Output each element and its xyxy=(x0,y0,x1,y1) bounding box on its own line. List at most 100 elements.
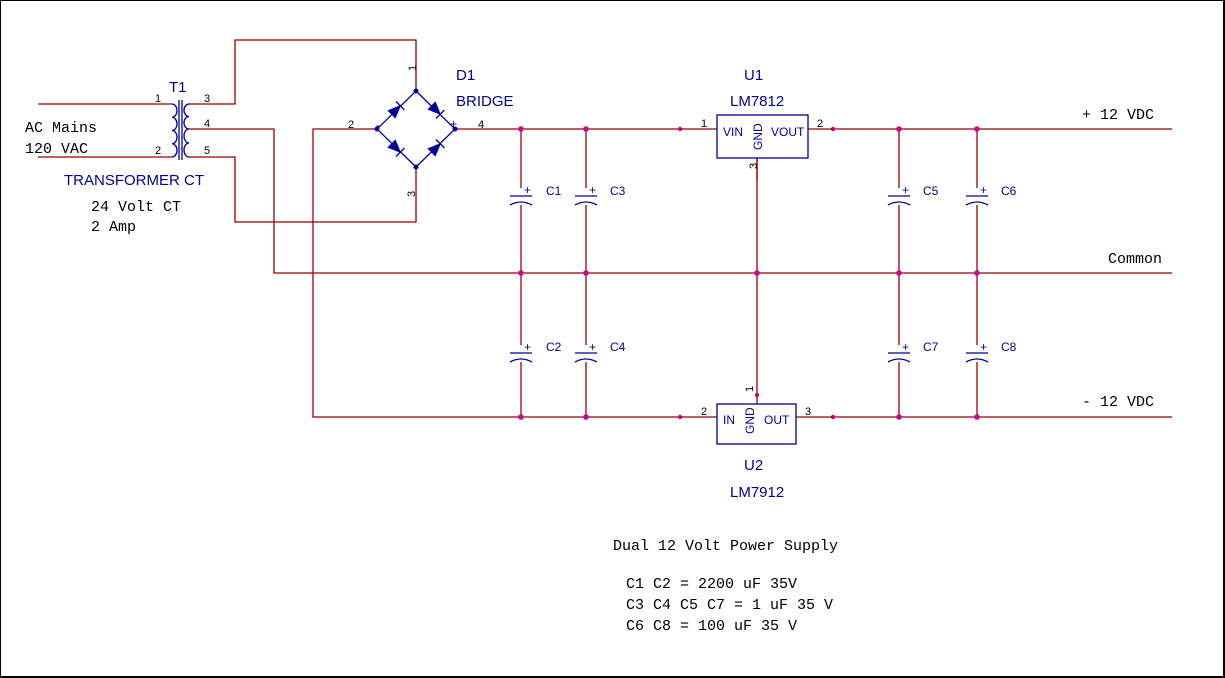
u1-pin1-label: 1 xyxy=(701,118,707,130)
note-line-3: C6 C8 = 100 uF 35 V xyxy=(626,618,797,635)
t1-pin5-label: 5 xyxy=(204,145,210,157)
c5-plus: + xyxy=(902,183,909,197)
c7-label: C7 xyxy=(923,340,939,354)
junction xyxy=(518,414,524,420)
wire-neg-rail xyxy=(312,128,680,418)
t1-pin3-label: 3 xyxy=(204,93,210,105)
capacitor-c7: + C7 xyxy=(887,340,939,363)
u2-out-label: OUT xyxy=(764,413,790,427)
capacitor-c2: + C2 xyxy=(509,340,562,363)
c4-label: C4 xyxy=(610,340,626,354)
d1-plus-label: + xyxy=(450,117,457,131)
c2-plus: + xyxy=(524,340,531,354)
u1-pin3-label: 3 xyxy=(748,163,760,169)
c5-label: C5 xyxy=(923,184,939,198)
u1-gnd-label: GND xyxy=(751,123,765,150)
diode-icon xyxy=(427,101,445,119)
u2-body xyxy=(716,403,797,445)
u2-in-label: IN xyxy=(723,413,735,427)
c4-plus: + xyxy=(589,340,596,354)
d1-pin2-label: 2 xyxy=(348,119,354,131)
t1-ref-label: T1 xyxy=(169,79,187,96)
junction xyxy=(583,414,589,420)
u1-vin-label: VIN xyxy=(723,125,743,139)
regulator-u2: IN OUT GND 2 3 1 U2 LM7912 xyxy=(680,386,833,501)
c2-label: C2 xyxy=(546,340,562,354)
capacitor-c4: + C4 xyxy=(574,340,626,363)
c3-plus: + xyxy=(589,183,596,197)
u1-vout-label: VOUT xyxy=(771,125,805,139)
diode-icon xyxy=(387,139,405,157)
junction xyxy=(583,270,589,276)
capacitor-c1: + C1 xyxy=(509,183,562,206)
bridge-d1: 1 2 3 4 + - D1 BRIDGE xyxy=(348,65,514,197)
note-line-2: C3 C4 C5 C7 = 1 uF 35 V xyxy=(626,597,833,614)
d1-ref-label: D1 xyxy=(456,67,475,84)
c7-plus: + xyxy=(902,340,909,354)
u1-body xyxy=(716,114,809,159)
u2-pin3-label: 3 xyxy=(805,406,811,418)
junction xyxy=(896,270,902,276)
wire-t1p3-d1p1 xyxy=(197,39,417,105)
junction xyxy=(754,270,760,276)
d1-pin1-label: 1 xyxy=(407,65,419,71)
wire-t1p5-d1p3 xyxy=(197,156,417,223)
c6-plus: + xyxy=(980,183,987,197)
u2-ref-label: U2 xyxy=(744,457,763,474)
t1-value-label: TRANSFORMER CT xyxy=(64,172,204,189)
ac-voltage-label: 120 VAC xyxy=(25,141,88,158)
d1-pin4-label: 4 xyxy=(478,119,484,131)
c1-plus: + xyxy=(524,183,531,197)
c8-plus: + xyxy=(980,340,987,354)
junction xyxy=(974,414,980,420)
note-line-1: C1 C2 = 2200 uF 35V xyxy=(626,576,797,593)
regulator-u1: VIN VOUT GND 1 2 3 U1 LM7812 xyxy=(680,67,833,180)
c3-label: C3 xyxy=(610,184,626,198)
output-pos-label: + 12 VDC xyxy=(1082,107,1154,124)
t1-spec-voltage: 24 Volt CT xyxy=(91,199,181,216)
junction xyxy=(518,126,524,132)
c6-label: C6 xyxy=(1001,184,1017,198)
bridge-node xyxy=(413,164,419,170)
wire-common xyxy=(197,128,1172,274)
output-common-label: Common xyxy=(1108,251,1162,268)
c8-label: C8 xyxy=(1001,340,1017,354)
capacitor-c6: + C6 xyxy=(965,183,1017,206)
u1-ref-label: U1 xyxy=(744,67,763,84)
t1-secondary-coil xyxy=(183,103,190,158)
u1-pin2-label: 2 xyxy=(817,118,823,130)
output-neg-label: - 12 VDC xyxy=(1082,394,1154,411)
d1-minus-label: - xyxy=(376,118,380,132)
diode-icon xyxy=(427,139,445,157)
transformer-t1: 1 2 3 4 5 T1 TRANSFORMER CT xyxy=(64,79,210,189)
d1-pin3-label: 3 xyxy=(406,191,418,197)
junction xyxy=(896,414,902,420)
u2-pin1-label: 1 xyxy=(744,386,756,392)
diagram-title: Dual 12 Volt Power Supply xyxy=(613,538,838,555)
bridge-node xyxy=(452,126,458,132)
u2-value-label: LM7912 xyxy=(730,484,784,501)
bridge-outline xyxy=(376,90,456,168)
junction-dots xyxy=(518,126,980,420)
t1-spec-current: 2 Amp xyxy=(91,219,136,236)
capacitors: + C1 + C3 + C5 + C6 + C2 xyxy=(509,183,1017,363)
u2-gnd-label: GND xyxy=(743,407,757,434)
d1-value-label: BRIDGE xyxy=(456,93,514,110)
ac-mains-label: AC Mains xyxy=(25,120,97,137)
junction xyxy=(974,126,980,132)
capacitor-c5: + C5 xyxy=(887,183,939,206)
t1-primary-coil xyxy=(171,103,178,158)
capacitor-c8: + C8 xyxy=(965,340,1017,363)
bridge-node xyxy=(413,88,419,94)
wires xyxy=(38,39,1172,418)
junction xyxy=(974,270,980,276)
junction xyxy=(583,126,589,132)
t1-pin2-label: 2 xyxy=(155,145,161,157)
t1-pin4-label: 4 xyxy=(204,118,210,130)
capacitor-c3: + C3 xyxy=(574,183,626,206)
u2-pin2-label: 2 xyxy=(701,406,707,418)
u1-value-label: LM7812 xyxy=(730,93,784,110)
diode-icon xyxy=(387,101,405,119)
